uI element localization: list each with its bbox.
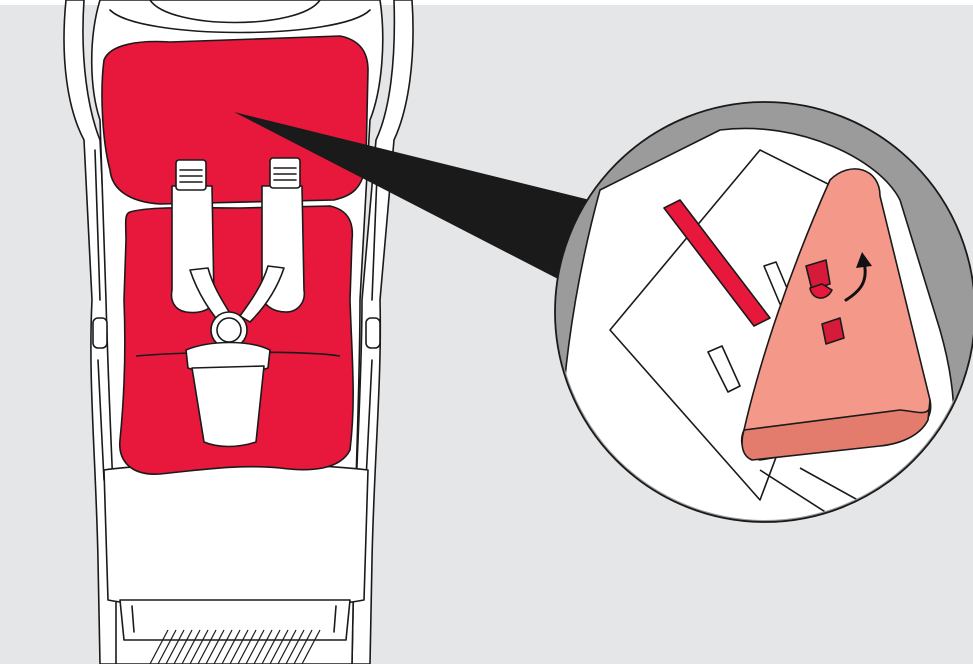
footrest	[120, 600, 350, 640]
seat-pad-back	[102, 36, 368, 204]
seat-base	[104, 464, 368, 609]
right-joint	[366, 318, 380, 348]
left-shoulder-buckle	[176, 160, 206, 190]
cup-holder-body	[192, 366, 264, 447]
right-shoulder-buckle	[270, 158, 300, 188]
left-joint	[93, 318, 107, 348]
